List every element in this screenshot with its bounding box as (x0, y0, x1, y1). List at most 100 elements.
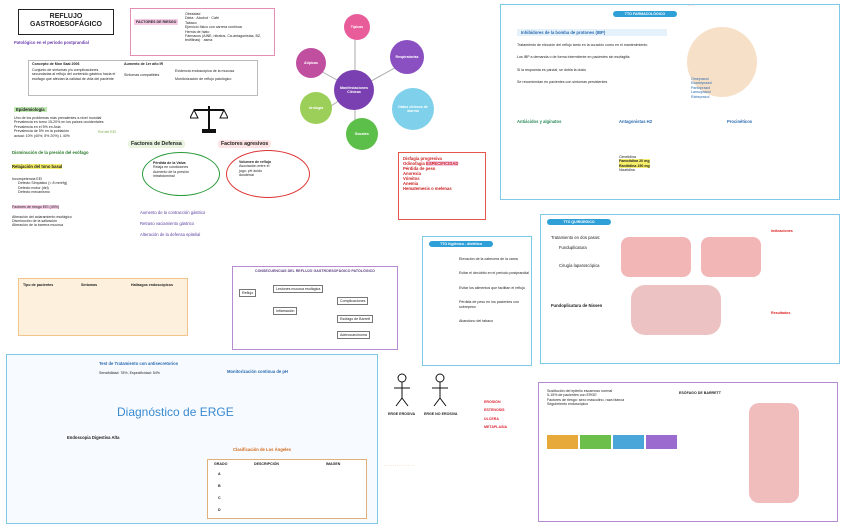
consequences-title: CONSECUENCIAS DEL REFLUJO GASTROESOFÁGIC… (255, 269, 375, 273)
cons-node: Complicaciones (337, 297, 369, 306)
stomach-image (621, 237, 691, 277)
defense-item: Incompetencia EEI (12, 177, 43, 181)
barrett-list: Sustitución del epitelio escamoso normal… (547, 389, 667, 407)
h2-list: Cimetidina Famotidina 20 mg Ranitidina 1… (619, 155, 650, 173)
balance-lead: Rol del EEI (98, 130, 116, 134)
concept-sym2: Evidencia endoscópica de la mucosa (175, 69, 235, 73)
grade-row: B (218, 484, 221, 488)
ibp-title: Inhibidores de la bomba de protones (IBP… (517, 29, 667, 36)
cell-diagram (687, 27, 757, 97)
defense-header: Factores de Defensa (128, 140, 185, 149)
aggr-text: Asociación entre el (239, 164, 270, 169)
tto-qx-panel: TTO QUIRÚRGICO Tratamiento en dos pasos:… (540, 214, 840, 364)
table-col: Hallazgos endoscópicos (131, 283, 173, 287)
barrett-item: Factores de riesgo: sexo masculino, raza… (547, 397, 625, 402)
table-col: Tipo de pacientes (23, 283, 54, 287)
defense-note: Disminución de la salivación (12, 219, 58, 224)
risk-item: Hernia de hiato (185, 29, 210, 34)
risk-list: Obesidad Dieta · Alcohol · Café Tabaco E… (185, 12, 261, 43)
h2-item: Cimetidina (619, 155, 636, 159)
barrett-arrows (547, 435, 677, 449)
ibp-drugs: Omeprazol Esomeprazol Pantoprazol Lansop… (691, 77, 712, 99)
aggr-item: Alteración de la defensa epitelial (140, 232, 201, 237)
epi-item: Prevalencia en el 5% en Asia (14, 124, 61, 129)
circle-respiratory: Respiratorias (390, 40, 424, 74)
circle-center: Manifestaciones Clínicas (334, 70, 374, 110)
risk-item: teofilinas) · asma (185, 38, 213, 43)
circle-typical: Típicas (344, 14, 370, 40)
barrett-item: 5-15% de pacientes con ERGE (547, 393, 597, 398)
grade-row: A (218, 472, 221, 476)
alarm-item: Anemia (403, 181, 419, 186)
stick-figures (394, 373, 448, 407)
complications-list: EROSIÓN ESTENOSIS ÚLCERA METAPLASIA (484, 400, 507, 430)
concept-body: Conjunto de síntomas y/o complicaciones … (32, 68, 116, 81)
hig-list: Elevación de la cabecera de la cama Evit… (459, 257, 529, 323)
concept-card: Concepto de Mon Saal 2006 Aumento de 1er… (28, 60, 258, 96)
title-line2: GASTROESOFÁGICO (30, 21, 102, 28)
defense-note: Alteración de la barrera mucosa (12, 223, 63, 228)
grade-row: D (218, 508, 221, 512)
esophagus-image (749, 403, 799, 503)
alarm-list: Disfagia progresiva Odinofagia ESPECIFIC… (399, 153, 485, 194)
concept-sym1: Síntomas compatibles (124, 73, 160, 77)
risk-item: Dieta · Alcohol · Café (185, 16, 219, 21)
aggr-text: jugo: pH ácido (239, 168, 262, 173)
drug-item: Rabeprazol (691, 94, 710, 99)
circle-alarm: Datos clínicos de alarma (392, 88, 434, 130)
hig-item: Pérdida de peso en los pacientes con sob… (459, 300, 519, 309)
scale-icon (190, 106, 228, 133)
qx-results: Resultados (771, 311, 791, 315)
aggr-text: Relaja en condiciones (153, 165, 189, 170)
alarm-item: Disfagia progresiva (403, 156, 442, 161)
epidemiology: Epidemiología Uno de los problemas más p… (14, 98, 164, 138)
dx-monitor-title: Monitorización continua de pH (227, 369, 288, 374)
barrett-panel: ESÓFAGO DE BARRETT Sustitución del epite… (538, 382, 838, 522)
ibp-list: Tratamiento de elección del reflujo tant… (517, 43, 677, 85)
stick-label-a: ERGE EROSIVA (388, 412, 416, 416)
drug-item: Esomeprazol (691, 81, 712, 86)
defense-note: Alteración del aclaramiento esofágico (12, 214, 72, 219)
comp-item: METAPLASIA (484, 425, 508, 430)
defense-column: Disminución de la presión del esófago Re… (12, 150, 142, 228)
comp-item: ESTENOSIS (484, 408, 505, 413)
defense-note: Factores de riesgo EEI (40%) (12, 204, 60, 210)
barrett-title: ESÓFAGO DE BARRETT (679, 391, 721, 395)
antacids-title: Antiácidos y alginatos (517, 119, 562, 124)
defense-item: Defecto mecanismo (18, 190, 50, 195)
aggr-text: duodenal (239, 173, 254, 178)
alarm-item: Pérdida de peso (403, 166, 436, 171)
circle-oral: Bucales (346, 118, 378, 150)
stick-label-b: ERGE NO EROSIVA (424, 412, 458, 416)
qx-steps: Tratamiento en dos pasos: (551, 235, 601, 240)
concept-a: Concepto de Mon Saal 2006 (32, 62, 80, 66)
epi-item: Uno de los problemas más prevalentes a n… (14, 116, 102, 120)
cons-node: Reflujo (239, 289, 257, 298)
risk-item: Ejercicio físico con carrera continua (185, 25, 242, 30)
tto-farm-panel: TTO FARMACOLÓGICO Inhibidores de la bomb… (500, 4, 840, 200)
circle-urology: Urología (300, 92, 332, 124)
defense-sublist: Incompetencia EEI Defecto Simpático (< 8… (12, 177, 142, 195)
defense-item: Disminución de la presión del esófago (12, 150, 89, 155)
aggr-text: intrabdominal (153, 174, 175, 179)
class-title: Clasificación de Los Ángeles (233, 447, 291, 452)
aggr-text: Volumen de reflujo (239, 160, 272, 164)
aggr-text: Pérdida de la Valva (153, 161, 186, 165)
prokinetic-title: Procinéticos (727, 119, 753, 124)
cons-node: Esófago de Barrett (337, 315, 373, 324)
alarm-item: Vómitos (403, 176, 420, 181)
aggr-item: Aumento de la contracción gástrica (140, 210, 206, 215)
h2-item: Ranitidina 150 mg (619, 163, 650, 169)
h2-item: Famotidina 20 mg (619, 159, 650, 164)
dx-panel: Test de Tratamiento con antisecretorios … (6, 354, 378, 524)
epi-item: Prevalencia de 5% en la población (14, 129, 70, 134)
epi-item: Prevalencia en torno 15-20% en los paíse… (14, 120, 104, 125)
alarm-box: Disfagia progresiva Odinofagia ESPECIFIC… (398, 152, 486, 220)
grade-row: C (218, 496, 221, 500)
aggressive-oval-1: Pérdida de la Valva Relaja en condicione… (142, 152, 220, 196)
stomach-image (701, 237, 761, 277)
grade-col: IMAGEN (326, 462, 341, 466)
ibp-item: Si la respuesta es parcial, se dobla la … (517, 67, 586, 72)
comp-item: ÚLCERA (484, 416, 499, 421)
ibp-item: Los IBP a demanda o de forma intermitent… (517, 55, 630, 60)
